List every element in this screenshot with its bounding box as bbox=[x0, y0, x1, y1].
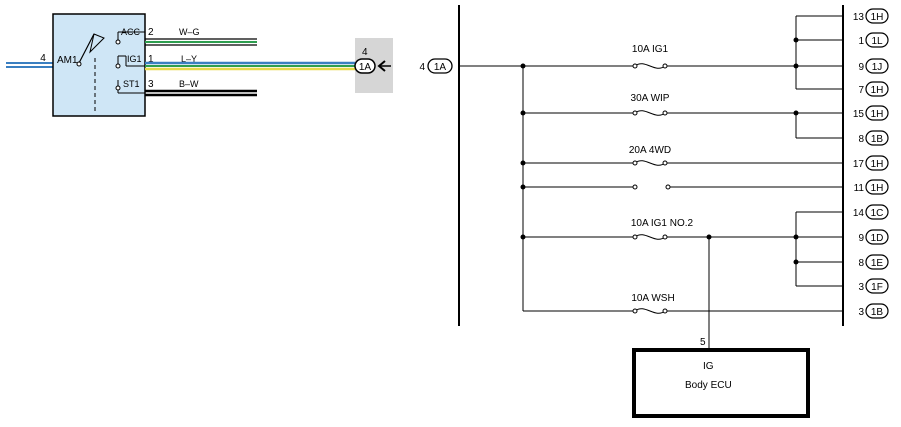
jb-input-code: 1A bbox=[434, 62, 447, 73]
ignition-switch-body bbox=[52, 13, 146, 117]
output-connector: 9 1J bbox=[858, 58, 889, 74]
ig1-pin: 1 bbox=[148, 54, 154, 65]
output-code: 1L bbox=[871, 36, 883, 47]
acc-wire-color: W–G bbox=[179, 27, 200, 37]
st1-label: ST1 bbox=[123, 79, 140, 89]
output-connector: 7 1H bbox=[858, 81, 889, 97]
output-code: 1H bbox=[871, 12, 884, 23]
connector-arrow-icon bbox=[377, 60, 391, 72]
output-pin: 3 bbox=[858, 307, 864, 318]
output-pin: 8 bbox=[858, 134, 864, 145]
am1-pin: 4 bbox=[40, 53, 46, 64]
output-code: 1H bbox=[871, 159, 884, 170]
fuse-label-10a-ig1: 10A IG1 bbox=[632, 44, 669, 55]
output-connector: 9 1D bbox=[858, 229, 889, 245]
output-pin: 8 bbox=[858, 258, 864, 269]
fuse-30a-wip bbox=[523, 110, 843, 116]
body-ecu-name: Body ECU bbox=[685, 380, 732, 391]
st1-pin: 3 bbox=[148, 79, 154, 90]
fuse-label-30a-wip: 30A WIP bbox=[631, 93, 670, 104]
output-pin: 3 bbox=[858, 282, 864, 293]
body-ecu-pin: 5 bbox=[700, 337, 706, 348]
fuse-label-10a-wsh: 10A WSH bbox=[631, 293, 674, 304]
output-code: 1J bbox=[872, 62, 883, 73]
fuse-label-10a-ig1-no2: 10A IG1 NO.2 bbox=[631, 218, 694, 229]
output-pin: 11 bbox=[854, 183, 865, 194]
output-connector: 8 1B bbox=[858, 130, 889, 146]
am1-input-wire bbox=[6, 62, 53, 68]
fuse-10a-wsh bbox=[523, 308, 843, 314]
fuse-20a-4wd bbox=[523, 160, 843, 166]
output-code: 1F bbox=[871, 282, 883, 293]
junction-connector-pin: 4 bbox=[362, 47, 368, 58]
output-connector: 14 1C bbox=[853, 204, 889, 220]
branch-group-ig1 bbox=[793, 15, 843, 90]
st1-wire bbox=[145, 89, 257, 97]
junction-connector-oval bbox=[354, 58, 376, 74]
ig1-label: IG1 bbox=[127, 54, 142, 64]
output-pin: 1 bbox=[858, 36, 864, 47]
output-pin: 9 bbox=[858, 233, 864, 244]
acc-contact bbox=[115, 31, 145, 45]
jb-input-pin: 4 bbox=[419, 62, 425, 73]
st1-wire-color: B–W bbox=[179, 79, 199, 89]
jb-input-oval bbox=[427, 58, 453, 74]
ig1-contact bbox=[115, 55, 145, 69]
output-connector: 13 1H bbox=[853, 8, 889, 24]
empty-fuse-slot bbox=[523, 184, 843, 190]
output-pin: 14 bbox=[853, 208, 865, 219]
branch-group-ig1-no2 bbox=[793, 211, 843, 287]
switch-lever-icon bbox=[76, 33, 105, 112]
output-connector: 17 1H bbox=[853, 155, 889, 171]
output-code: 1C bbox=[871, 208, 884, 219]
branch-group-wip bbox=[793, 110, 843, 139]
output-connector: 1 1L bbox=[858, 32, 889, 48]
output-pin: 9 bbox=[858, 62, 864, 73]
output-connector: 8 1E bbox=[858, 254, 889, 270]
fuse-10a-ig1-no2 bbox=[523, 234, 843, 348]
st1-contact bbox=[115, 80, 145, 94]
output-connector: 3 1F bbox=[858, 278, 889, 294]
body-ecu-terminal: IG bbox=[703, 361, 714, 372]
output-pin: 15 bbox=[853, 109, 865, 120]
ig1-wire bbox=[145, 61, 356, 71]
output-code: 1H bbox=[871, 109, 884, 120]
output-pin: 13 bbox=[853, 12, 865, 23]
ig1-wire-color: L–Y bbox=[181, 54, 197, 64]
output-connector: 3 1B bbox=[858, 303, 889, 319]
am1-label: AM1 bbox=[57, 55, 78, 66]
output-code: 1D bbox=[871, 233, 884, 244]
junction-connector-code: 1A bbox=[359, 62, 372, 73]
output-code: 1B bbox=[871, 134, 884, 145]
output-connectors: 13 1H 1 1L 9 1J 7 1H 15 1H 8 1B bbox=[853, 8, 889, 319]
acc-label: ACC bbox=[121, 27, 141, 37]
body-ecu-box bbox=[632, 348, 810, 418]
acc-wire bbox=[145, 38, 257, 46]
output-code: 1B bbox=[871, 307, 884, 318]
output-connector: 15 1H bbox=[853, 105, 889, 121]
output-pin: 7 bbox=[858, 85, 864, 96]
output-code: 1H bbox=[871, 85, 884, 96]
output-pin: 17 bbox=[853, 159, 865, 170]
output-code: 1H bbox=[871, 183, 884, 194]
fuse-label-20a-4wd: 20A 4WD bbox=[629, 145, 671, 156]
output-code: 1E bbox=[871, 258, 884, 269]
acc-pin: 2 bbox=[148, 27, 154, 38]
output-connector: 11 1H bbox=[854, 179, 889, 195]
fuse-10a-ig1 bbox=[632, 63, 843, 69]
